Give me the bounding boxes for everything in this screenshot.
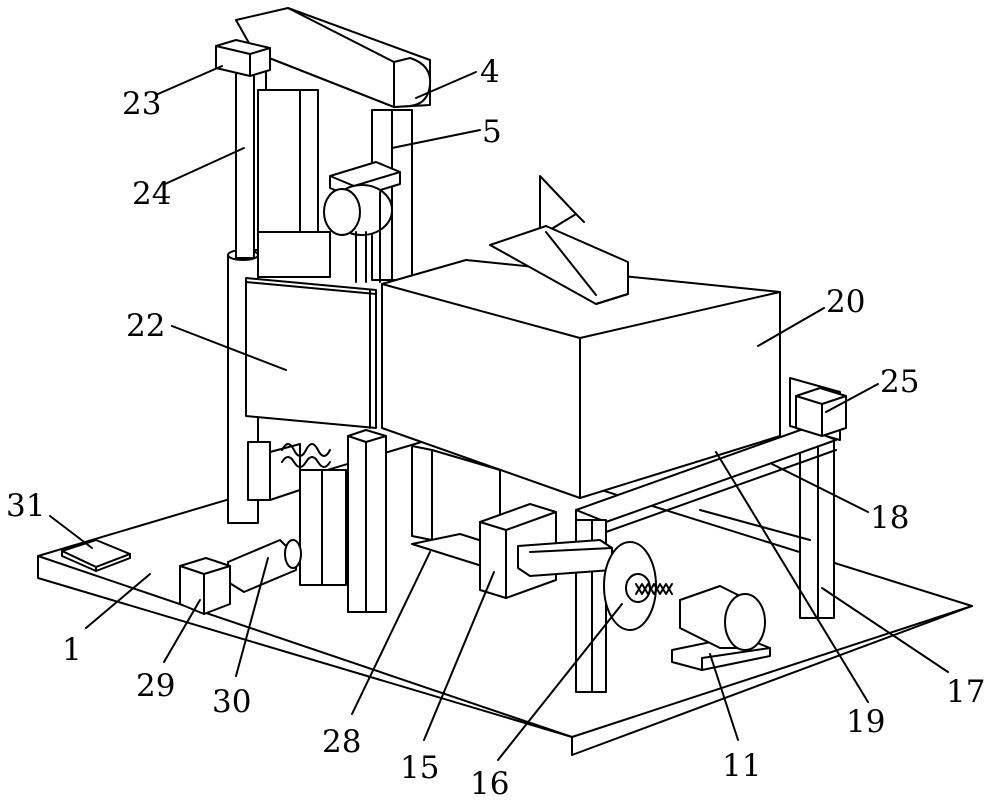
right-block: [795, 387, 847, 437]
label-29: 29: [136, 668, 175, 704]
rear-fin: [539, 175, 585, 237]
label-31: 31: [6, 488, 45, 524]
label-15: 15: [400, 750, 439, 786]
label-28: 28: [322, 724, 361, 760]
front-post: [347, 429, 387, 613]
label-24: 24: [132, 176, 171, 212]
label-30: 30: [212, 684, 251, 720]
label-23: 23: [122, 86, 161, 122]
screw-drive: [603, 541, 673, 631]
column-motor: [323, 161, 401, 283]
main-housing: [381, 225, 781, 499]
side-plate: [245, 277, 377, 429]
label-1: 1: [62, 632, 82, 668]
label-25: 25: [880, 364, 919, 400]
label-4: 4: [480, 54, 500, 90]
slide-block: [479, 503, 613, 599]
label-17: 17: [946, 674, 985, 710]
left-cylinder: [179, 539, 302, 615]
label-19: 19: [846, 704, 885, 740]
drive-motor: [671, 585, 771, 671]
label-16: 16: [470, 766, 509, 802]
label-22: 22: [126, 308, 165, 344]
leader-lines: [49, 65, 949, 761]
label-20: 20: [826, 284, 865, 320]
top-block: [215, 39, 271, 77]
label-5: 5: [482, 114, 502, 150]
label-18: 18: [870, 500, 909, 536]
spring-clamp: [247, 441, 347, 586]
label-11: 11: [722, 748, 761, 784]
